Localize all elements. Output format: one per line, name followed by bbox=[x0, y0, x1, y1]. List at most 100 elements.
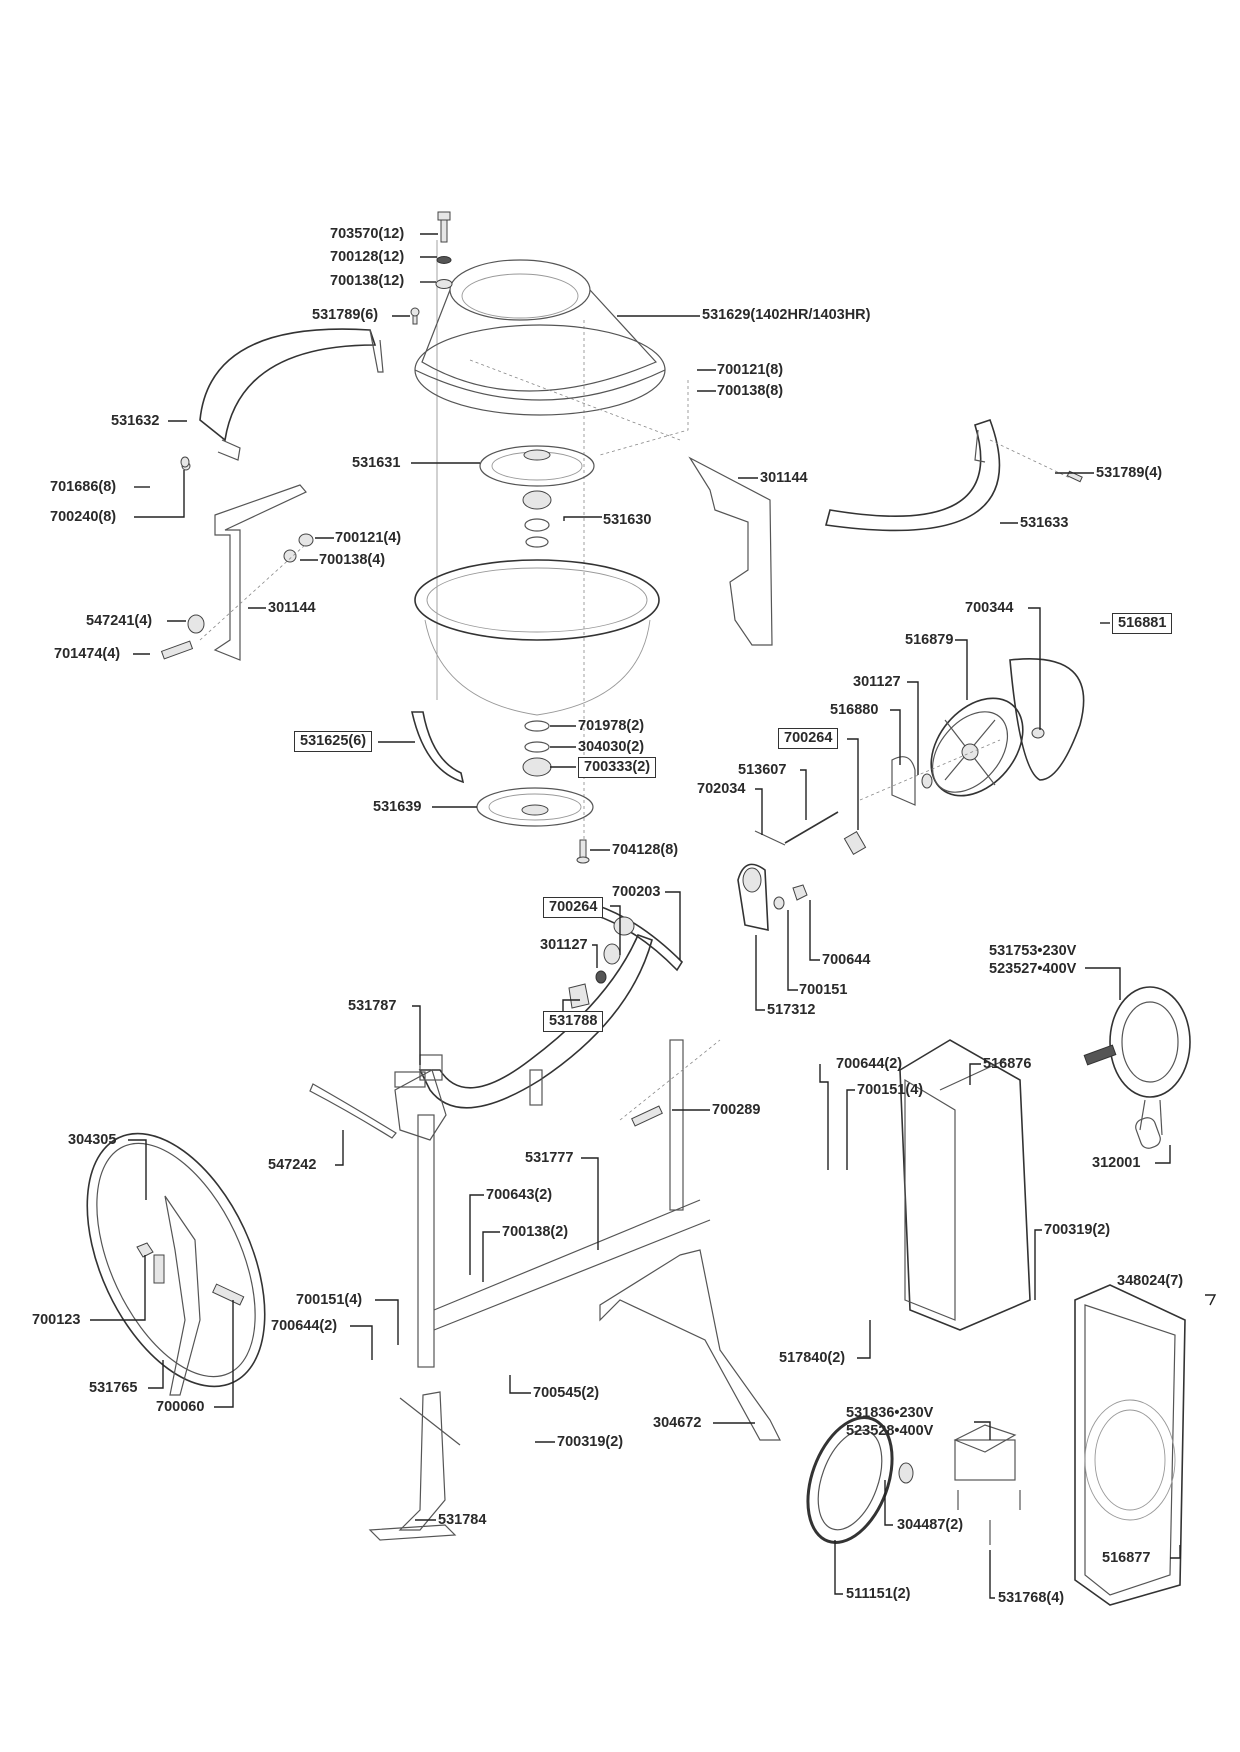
part-label-531639: 531639 bbox=[373, 799, 422, 815]
part-label-700644: 700644(2) bbox=[836, 1056, 903, 1072]
part-label-301144: 301144 bbox=[268, 600, 316, 616]
part-label-531630: 531630 bbox=[603, 512, 652, 528]
top-flange-part bbox=[479, 445, 595, 548]
part-label-531777: 531777 bbox=[525, 1150, 574, 1166]
part-label-511151: 511151(2) bbox=[846, 1586, 911, 1602]
part-label-700333: 700333(2) bbox=[578, 757, 657, 778]
part-label-700138: 700138(12) bbox=[330, 273, 405, 289]
drum-top-part bbox=[414, 259, 666, 416]
part-label-700289: 700289 bbox=[712, 1102, 761, 1118]
part-label-700060: 700060 bbox=[156, 1399, 205, 1415]
flange-axis bbox=[469, 359, 681, 441]
part-label-703570: 703570(12) bbox=[330, 226, 405, 242]
part-label-301127: 301127 bbox=[540, 937, 588, 953]
part-label-304305: 304305 bbox=[68, 1132, 117, 1148]
drum-bottom-part bbox=[414, 559, 660, 716]
part-label-547241: 547241(4) bbox=[86, 613, 153, 629]
belt-part bbox=[1009, 658, 1085, 781]
part-label-348024: 348024(7) bbox=[1117, 1273, 1184, 1289]
part-label-304030: 304030(2) bbox=[578, 739, 645, 755]
motor-400v-label: 523527•400V bbox=[989, 961, 1077, 977]
left-bracket-part bbox=[160, 484, 314, 661]
assembly-axis-right bbox=[599, 380, 689, 456]
fan-cover-part bbox=[1074, 1284, 1186, 1606]
part-label-517312: 517312 bbox=[767, 1002, 816, 1018]
part-label-700319: 700319(2) bbox=[1044, 1222, 1111, 1238]
part-label-701978: 701978(2) bbox=[578, 718, 645, 734]
part-label-700203: 700203 bbox=[612, 884, 661, 900]
legs-part bbox=[368, 1249, 781, 1541]
part-label-531789: 531789(4) bbox=[1096, 465, 1163, 481]
right-ring-part bbox=[824, 418, 1001, 532]
part-label-700264: 700264 bbox=[543, 897, 604, 918]
part-label-312001: 312001 bbox=[1092, 1155, 1141, 1171]
part-label-700138: 700138(4) bbox=[319, 552, 386, 568]
capacitor-part bbox=[1135, 1117, 1161, 1149]
part-label-702034: 702034 bbox=[697, 781, 746, 797]
part-label-531632: 531632 bbox=[111, 413, 160, 429]
part-label-700123: 700123 bbox=[32, 1312, 81, 1328]
handwheel-part bbox=[86, 1132, 266, 1396]
part-label-700644: 700644 bbox=[822, 952, 871, 968]
part-label-517840: 517840(2) bbox=[779, 1350, 846, 1366]
motor-part bbox=[1083, 986, 1191, 1136]
top-bolts bbox=[410, 211, 453, 325]
part-label-516877: 516877 bbox=[1102, 1550, 1151, 1566]
part-label-700151: 700151(4) bbox=[857, 1082, 924, 1098]
motor-230v-label: 531753•230V bbox=[989, 943, 1077, 959]
part-label-701686: 701686(8) bbox=[50, 479, 117, 495]
switch-part bbox=[953, 1424, 1021, 1545]
part-label-531787: 531787 bbox=[348, 998, 397, 1014]
part-label-700644: 700644(2) bbox=[271, 1318, 338, 1334]
part-label-547242: 547242 bbox=[268, 1157, 317, 1173]
part-label-531784: 531784 bbox=[438, 1512, 487, 1528]
motor-housing-part bbox=[899, 1039, 1031, 1331]
part-label-513607: 513607 bbox=[738, 762, 787, 778]
part-label-516876: 516876 bbox=[983, 1056, 1032, 1072]
part-label-700151: 700151(4) bbox=[296, 1292, 363, 1308]
ring-bolt-axis bbox=[989, 439, 1071, 479]
part-label-301127: 301127 bbox=[853, 674, 901, 690]
part-label-516880: 516880 bbox=[830, 702, 879, 718]
part-label-701474: 701474(4) bbox=[54, 646, 121, 662]
part-label-531631: 531631 bbox=[352, 455, 401, 471]
part-label-700128: 700128(12) bbox=[330, 249, 405, 265]
right-bracket-part bbox=[688, 456, 773, 646]
part-label-700121: 700121(4) bbox=[335, 530, 402, 546]
wheel-part bbox=[806, 1416, 914, 1544]
strap-part bbox=[309, 1083, 397, 1139]
part-label-301144: 301144 bbox=[760, 470, 808, 486]
mixer-arm-part bbox=[394, 904, 684, 1109]
bolt-part bbox=[631, 1105, 663, 1127]
leader-lines bbox=[90, 233, 1217, 1599]
part-label-700240: 700240(8) bbox=[50, 509, 117, 525]
clip-part bbox=[1031, 727, 1045, 739]
frame-part bbox=[394, 1039, 721, 1368]
part-label-700138: 700138(8) bbox=[717, 383, 784, 399]
part-label-531789: 531789(6) bbox=[312, 307, 379, 323]
bushing-part bbox=[843, 831, 867, 855]
washer-part bbox=[921, 773, 933, 789]
part-label-531768: 531768(4) bbox=[998, 1590, 1065, 1606]
shaft-part bbox=[784, 811, 839, 844]
part-label-700121: 700121(8) bbox=[717, 362, 784, 378]
left-ring-part bbox=[180, 328, 384, 471]
part-label-531765: 531765 bbox=[89, 1380, 138, 1396]
part-label-531788: 531788 bbox=[543, 1011, 604, 1032]
part-label-531629: 531629(1402HR/1403HR) bbox=[702, 307, 871, 323]
pin-part bbox=[754, 830, 786, 846]
part-label-531633: 531633 bbox=[1020, 515, 1069, 531]
part-label-700138: 700138(2) bbox=[502, 1224, 569, 1240]
part-label-516879: 516879 bbox=[905, 632, 954, 648]
part-label-700344: 700344 bbox=[965, 600, 1014, 616]
part-label-531753: 531753•230V 523527•400V bbox=[989, 942, 1076, 978]
part-label-700545: 700545(2) bbox=[533, 1385, 600, 1401]
plate-part bbox=[891, 756, 916, 806]
switch-230v-label: 531836•230V bbox=[846, 1405, 934, 1421]
pulley-part bbox=[930, 697, 1024, 797]
bearing-housing-part bbox=[737, 863, 808, 932]
mixing-blade-part bbox=[411, 711, 465, 784]
part-label-700643: 700643(2) bbox=[486, 1187, 553, 1203]
